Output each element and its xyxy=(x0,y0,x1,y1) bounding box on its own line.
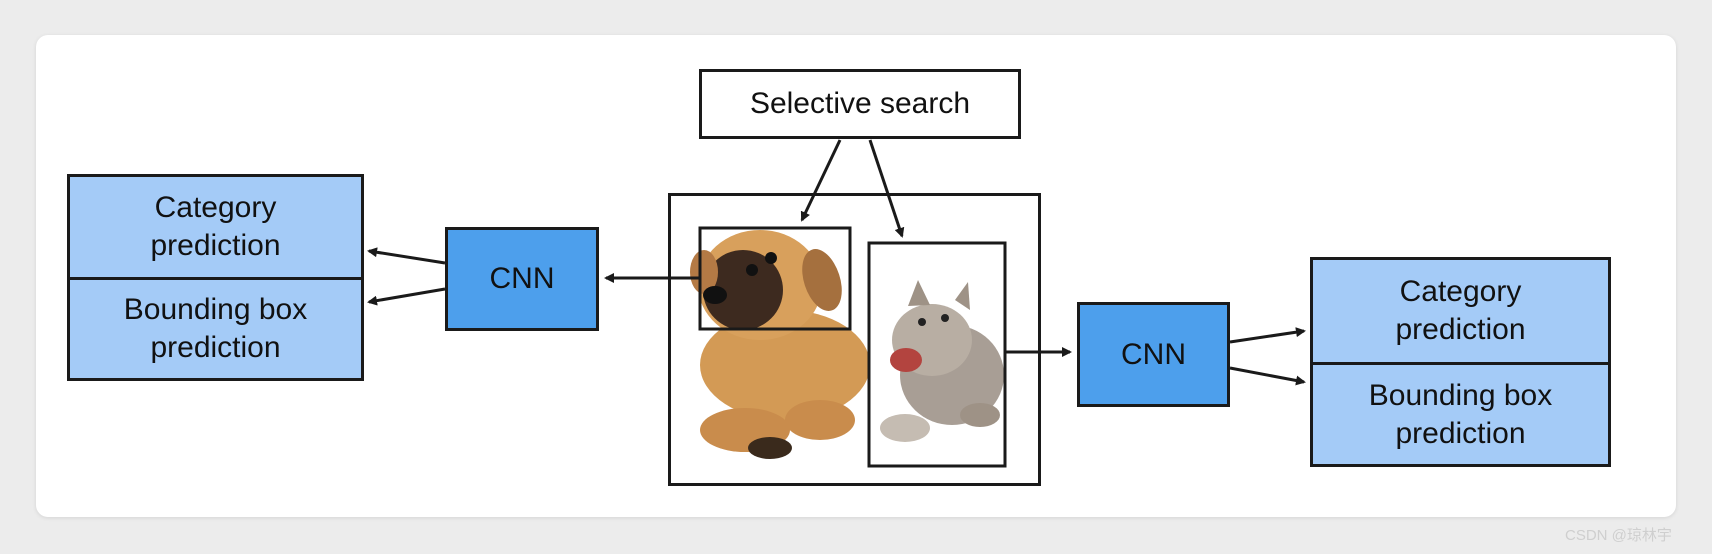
right-category-label: Category prediction xyxy=(1395,275,1526,346)
selective-search-label: Selective search xyxy=(749,87,971,120)
watermark: CSDN @琼林宇 xyxy=(1565,527,1672,544)
right-cnn-label: CNN xyxy=(1121,337,1186,371)
right-category-prediction-box: Category prediction xyxy=(1310,257,1611,365)
input-image-frame xyxy=(668,193,1041,486)
left-cnn-box: CNN xyxy=(445,227,599,331)
left-bbox-label: Bounding box prediction xyxy=(123,293,308,364)
right-bbox-prediction-box: Bounding box prediction xyxy=(1310,362,1611,467)
left-bbox-prediction-box: Bounding box prediction xyxy=(67,277,364,381)
right-bbox-label: Bounding box prediction xyxy=(1368,378,1553,450)
left-category-prediction-box: Category prediction xyxy=(67,174,364,280)
left-cnn-label: CNN xyxy=(489,262,555,295)
left-category-label: Category prediction xyxy=(150,191,281,262)
right-cnn-box: CNN xyxy=(1077,302,1230,407)
selective-search-box: Selective search xyxy=(699,69,1021,139)
